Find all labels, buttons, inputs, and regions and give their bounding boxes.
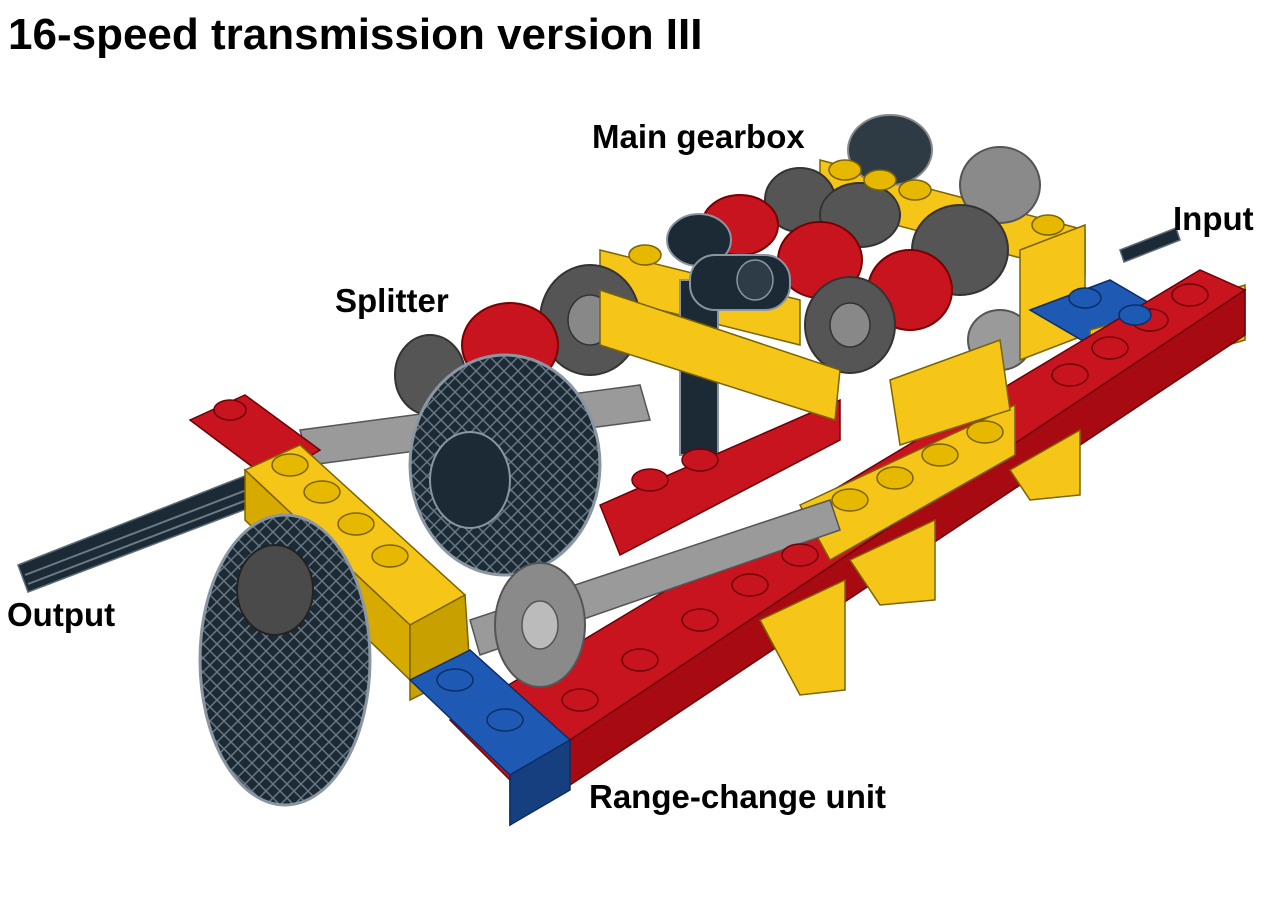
support-posts [758, 428, 1081, 696]
page-title: 16-speed transmission version III [8, 10, 703, 59]
splitter-label: Splitter [335, 282, 449, 319]
blue-studs [436, 287, 1152, 732]
input-label: Input [1173, 200, 1254, 237]
main-gearbox-label: Main gearbox [592, 118, 805, 155]
large-gear [408, 353, 602, 577]
red-studs [213, 283, 1209, 712]
input-shaft [1119, 227, 1181, 263]
output-label: Output [7, 596, 116, 633]
output-wheel-gear [198, 513, 372, 807]
main-gearbox-gears [701, 114, 1041, 374]
range-change-unit-label: Range-change unit [589, 778, 887, 815]
studs [271, 159, 1065, 568]
range-gear [494, 562, 586, 688]
